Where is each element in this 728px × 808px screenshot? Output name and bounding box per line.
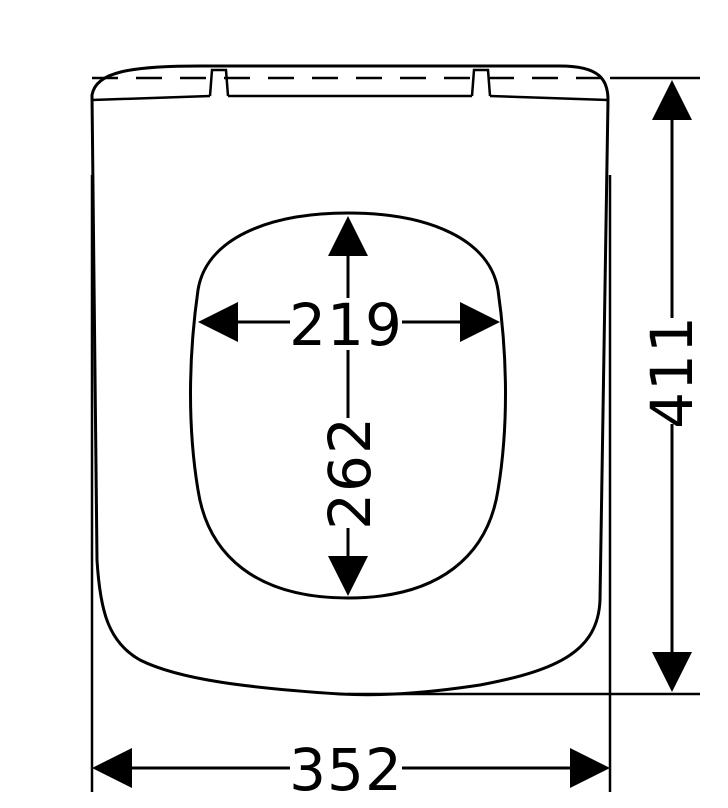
opening-width-arrow-left xyxy=(198,302,238,342)
right-hinge-notch xyxy=(470,68,492,97)
width-arrow-left xyxy=(92,748,132,788)
overall-depth-label: 411 xyxy=(638,315,706,429)
width-arrow-right xyxy=(570,748,610,788)
depth-arrow-top xyxy=(652,80,692,120)
opening-width-label: 219 xyxy=(289,291,403,359)
opening-depth-arrow-bottom xyxy=(328,556,368,596)
left-hinge-notch xyxy=(208,68,230,97)
depth-arrow-bottom xyxy=(652,652,692,692)
opening-depth-arrow-top xyxy=(328,216,368,256)
overall-width-label: 352 xyxy=(289,736,403,804)
seat-opening xyxy=(189,211,507,600)
hinge-strip-edge xyxy=(91,94,609,102)
opening-width-arrow-right xyxy=(460,302,500,342)
seat-outline xyxy=(90,64,610,697)
opening-depth-label: 262 xyxy=(316,416,384,530)
